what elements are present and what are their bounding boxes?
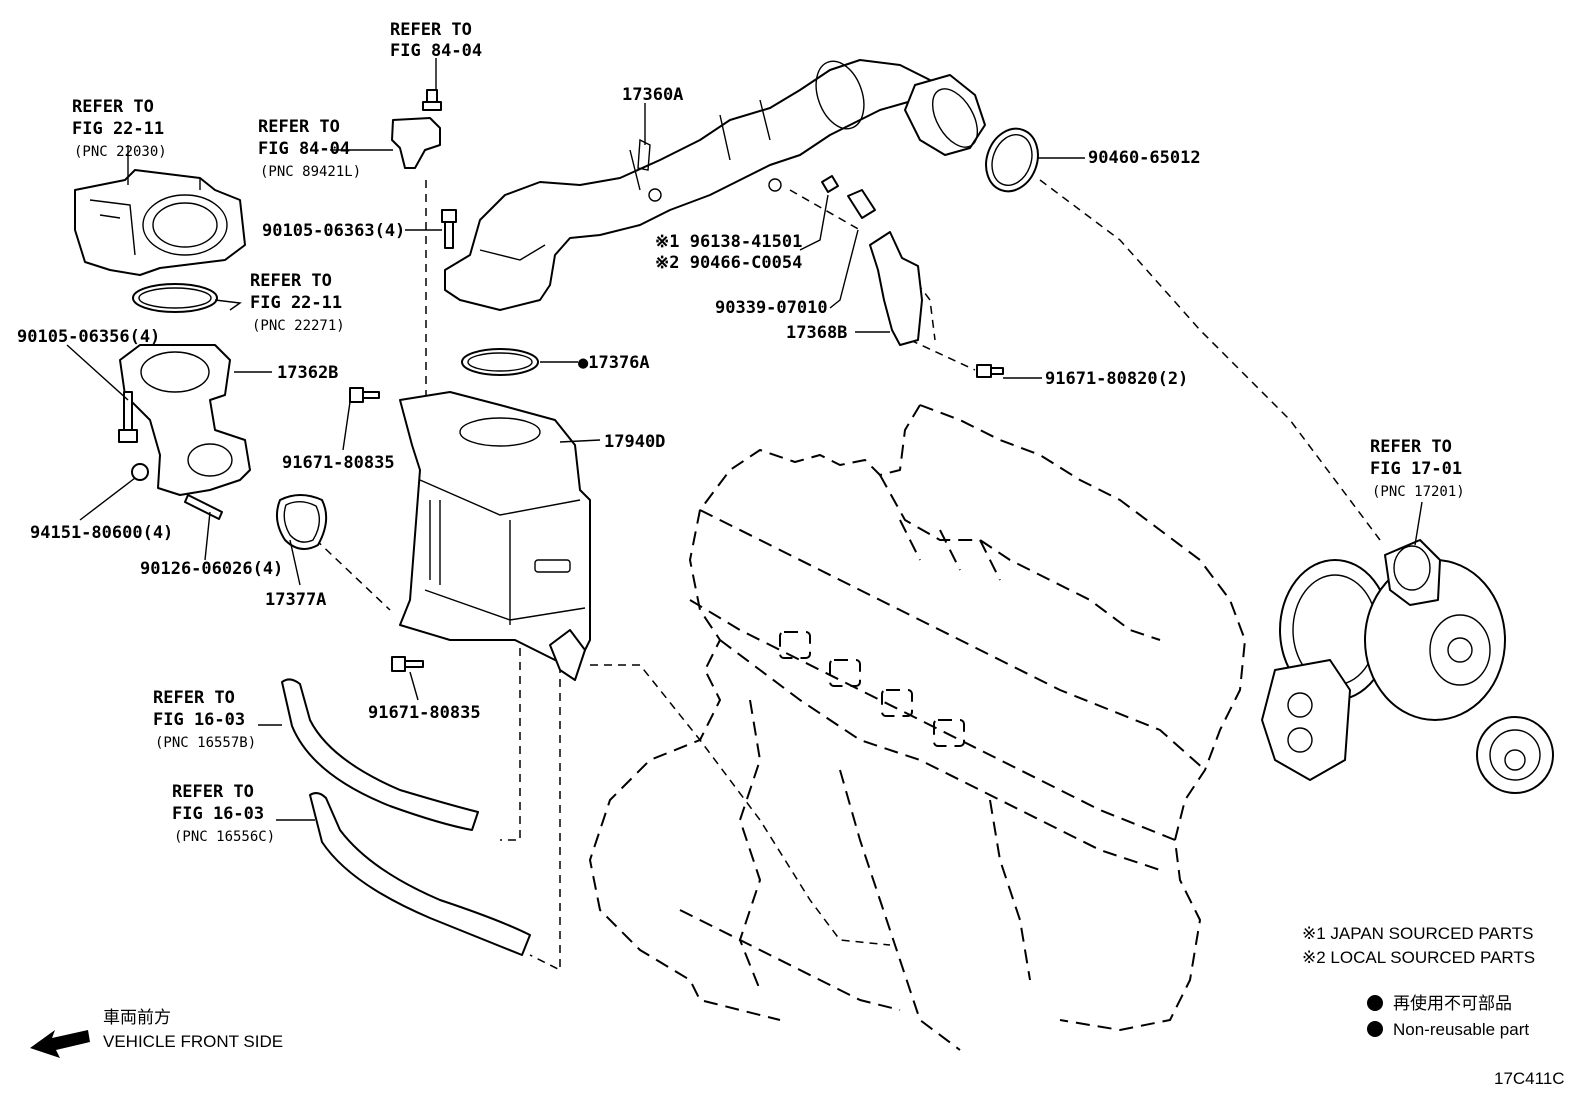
bolt-91671-80835-lower <box>391 656 424 672</box>
label-96138-41501: ※1 96138-41501 <box>655 232 802 252</box>
bolt-91671-80820 <box>976 364 1004 378</box>
label-90105-06356: 90105-06356(4) <box>17 327 160 347</box>
svg-text:(PNC 22030): (PNC 22030) <box>74 144 167 160</box>
ref-label-16-03-b: REFER TO FIG 16-03 (PNC 16556C) <box>172 782 275 845</box>
svg-text:(PNC 16557B): (PNC 16557B) <box>155 735 256 751</box>
label-91671-80835-upper: 91671-80835 <box>282 453 395 473</box>
hose-16556C <box>309 792 531 956</box>
svg-text:REFER TO: REFER TO <box>1370 437 1452 457</box>
svg-text:FIG 16-03: FIG 16-03 <box>153 710 245 730</box>
legend: ※1 JAPAN SOURCED PARTS ※2 LOCAL SOURCED … <box>1302 924 1565 1088</box>
svg-text:(PNC 89421L): (PNC 89421L) <box>260 164 361 180</box>
label-17362B: 17362B <box>277 363 338 383</box>
nonreusable-dot-icon <box>1367 995 1383 1011</box>
svg-text:REFER TO: REFER TO <box>258 117 340 137</box>
bracket-17368B <box>869 231 923 346</box>
bolt-90105-06356 <box>118 391 138 443</box>
vehicle-front-jp: 車両前方 <box>103 1008 171 1027</box>
legend-note-local: ※2 LOCAL SOURCED PARTS <box>1302 948 1535 967</box>
label-17376A: ●17376A <box>578 353 650 373</box>
legend-nonreusable-jp: 再使用不可部品 <box>1393 993 1512 1013</box>
clip-90466 <box>821 175 839 193</box>
hose-16557B <box>281 678 479 831</box>
svg-text:FIG 16-03: FIG 16-03 <box>172 804 264 824</box>
label-91671-80835-lower: 91671-80835 <box>368 703 481 723</box>
label-17377A: 17377A <box>265 590 326 610</box>
svg-text:FIG 22-11: FIG 22-11 <box>250 293 342 313</box>
svg-text:FIG 84-04: FIG 84-04 <box>258 139 350 159</box>
svg-text:REFER TO: REFER TO <box>153 688 235 708</box>
adapter-17362B <box>119 344 251 496</box>
gasket-17377A <box>275 494 328 550</box>
svg-text:REFER TO: REFER TO <box>172 782 254 802</box>
engine-block-outline <box>589 404 1246 1051</box>
throttle-body <box>74 169 246 276</box>
svg-text:FIG 17-01: FIG 17-01 <box>1370 459 1462 479</box>
label-90126-06026: 90126-06026(4) <box>140 559 283 579</box>
ref-label-17-01: REFER TO FIG 17-01 (PNC 17201) <box>1370 437 1465 500</box>
label-90460-65012: 90460-65012 <box>1088 148 1201 168</box>
ref-label-84-04-top: REFER TO FIG 84-04 <box>390 20 482 61</box>
gasket-17376A <box>461 348 539 376</box>
svg-text:REFER TO: REFER TO <box>390 20 472 40</box>
svg-text:REFER TO: REFER TO <box>250 271 332 291</box>
front-arrow-icon <box>30 1030 90 1058</box>
label-90339-07010: 90339-07010 <box>715 298 828 318</box>
label-94151-80600: 94151-80600(4) <box>30 523 173 543</box>
svg-text:FIG 84-04: FIG 84-04 <box>390 41 482 61</box>
label-91671-80820: 91671-80820(2) <box>1045 369 1188 389</box>
figure-code: 17C411C <box>1494 1069 1565 1088</box>
hose-coupling <box>904 74 986 156</box>
sensor-89421L <box>391 89 442 169</box>
intake-pipe-17360A <box>444 59 931 311</box>
hose-96138 <box>847 189 876 219</box>
bolt-90105-06363 <box>441 209 457 249</box>
ref-label-84-04-mid: REFER TO FIG 84-04 (PNC 89421L) <box>258 117 361 180</box>
turbocharger-17201 <box>1261 539 1554 794</box>
vehicle-front-indicator: 車両前方 VEHICLE FRONT SIDE <box>30 1008 283 1058</box>
stud-90126 <box>184 494 223 520</box>
ref-label-16-03-a: REFER TO FIG 16-03 (PNC 16557B) <box>153 688 256 751</box>
label-17940D: 17940D <box>604 432 665 452</box>
label-90105-06363: 90105-06363(4) <box>262 221 405 241</box>
nonreusable-dot-icon <box>1367 1021 1383 1037</box>
legend-note-japan: ※1 JAPAN SOURCED PARTS <box>1302 924 1534 943</box>
ref-label-22-11-top: REFER TO FIG 22-11 (PNC 22030) <box>72 97 167 160</box>
label-17368B: 17368B <box>786 323 847 343</box>
bolt-91671-80835-upper <box>349 387 380 403</box>
svg-text:(PNC 16556C): (PNC 16556C) <box>174 829 275 845</box>
svg-text:REFER TO: REFER TO <box>72 97 154 117</box>
throttle-gasket <box>132 283 218 313</box>
svg-text:(PNC 17201): (PNC 17201) <box>1372 484 1465 500</box>
label-17360A: 17360A <box>622 85 683 105</box>
nut-94151 <box>131 463 149 481</box>
leader-lines <box>66 58 1423 821</box>
clamp-90460-65012 <box>985 127 1039 193</box>
svg-text:(PNC 22271): (PNC 22271) <box>252 318 345 334</box>
vehicle-front-en: VEHICLE FRONT SIDE <box>103 1032 283 1051</box>
label-90466-C0054: ※2 90466-C0054 <box>655 253 802 273</box>
svg-text:FIG 22-11: FIG 22-11 <box>72 119 164 139</box>
legend-nonreusable-en: Non-reusable part <box>1393 1020 1529 1039</box>
ref-label-22-11-mid: REFER TO FIG 22-11 (PNC 22271) <box>250 271 345 334</box>
intercooler-17940D <box>399 391 591 681</box>
